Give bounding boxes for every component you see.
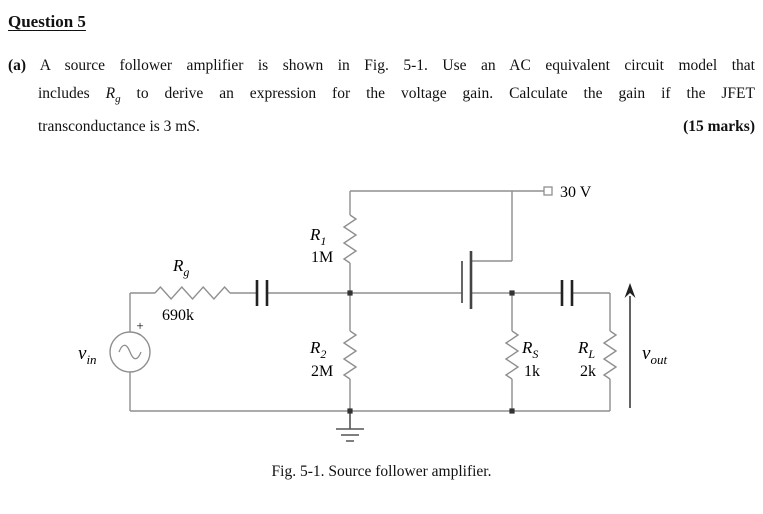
plus-sign: +: [136, 318, 143, 333]
r1-value: 1M: [311, 249, 333, 266]
r1-label: R1: [309, 225, 326, 248]
resistor-rs: [504, 330, 520, 380]
question-text-3: transconductance is 3 mS.: [38, 118, 200, 136]
input-capacitor: [255, 280, 269, 307]
ground-symbol: [336, 411, 364, 442]
vin-source: [109, 331, 151, 373]
question-line-2: includes Rg to derive an expression for …: [38, 80, 755, 113]
supply-terminal-square: [543, 186, 553, 196]
rg-inline-subscript: g: [115, 93, 121, 106]
question-text-1: A source follower amplifier is shown in …: [39, 57, 755, 74]
rs-label: RS: [521, 338, 538, 361]
junction-dot: [509, 408, 515, 414]
resistor-rg: [154, 286, 231, 301]
rg-value: 690k: [162, 307, 194, 324]
vout-label: vout: [642, 343, 667, 367]
r2-label: R2: [309, 338, 326, 361]
document-page: Question 5 (a) A source follower amplifi…: [0, 12, 763, 514]
resistor-rl: [602, 330, 618, 380]
vin-label: vin: [78, 343, 97, 367]
resistors: [154, 214, 618, 380]
junction-dot: [347, 290, 353, 296]
circuit-figure: 30 V + vin vout Rg 690k R1 1M R2 2M RS 1…: [78, 184, 667, 442]
question-line-3: transconductance is 3 mS. (15 marks): [38, 113, 755, 141]
drain-wire: [471, 191, 513, 262]
rl-label: RL: [577, 338, 595, 361]
junction-dot: [347, 408, 353, 414]
capacitors: [255, 280, 574, 307]
marks-label: (15 marks): [683, 118, 755, 136]
vout-arrow: [624, 283, 636, 409]
question-line-1: (a) A source follower amplifier is shown…: [8, 52, 755, 80]
r2-value: 2M: [311, 363, 333, 380]
resistor-r1: [342, 214, 358, 264]
supply-label: 30 V: [560, 184, 592, 201]
question-paragraph: (a) A source follower amplifier is shown…: [8, 52, 755, 141]
figure-caption: Fig. 5-1. Source follower amplifier.: [271, 463, 492, 481]
vout-arrow-head: [624, 283, 636, 299]
rs-value: 1k: [524, 363, 540, 380]
resistor-r2: [342, 330, 358, 380]
circuit-wires: [129, 190, 611, 412]
question-text-2b: to derive an expression for the voltage …: [120, 85, 755, 102]
output-capacitor: [560, 280, 574, 307]
rg-inline-symbol: R: [105, 85, 116, 102]
question-text-2a: includes: [38, 85, 106, 102]
junction-dot: [509, 290, 515, 296]
part-label: (a): [8, 57, 27, 74]
rl-value: 2k: [580, 363, 596, 380]
junction-dots: [347, 290, 515, 414]
question-title: Question 5: [8, 12, 86, 31]
jfet-transistor: [461, 251, 473, 310]
rg-label: Rg: [172, 256, 189, 279]
output-wires: [512, 292, 611, 412]
sine-wave-icon: [118, 344, 142, 360]
